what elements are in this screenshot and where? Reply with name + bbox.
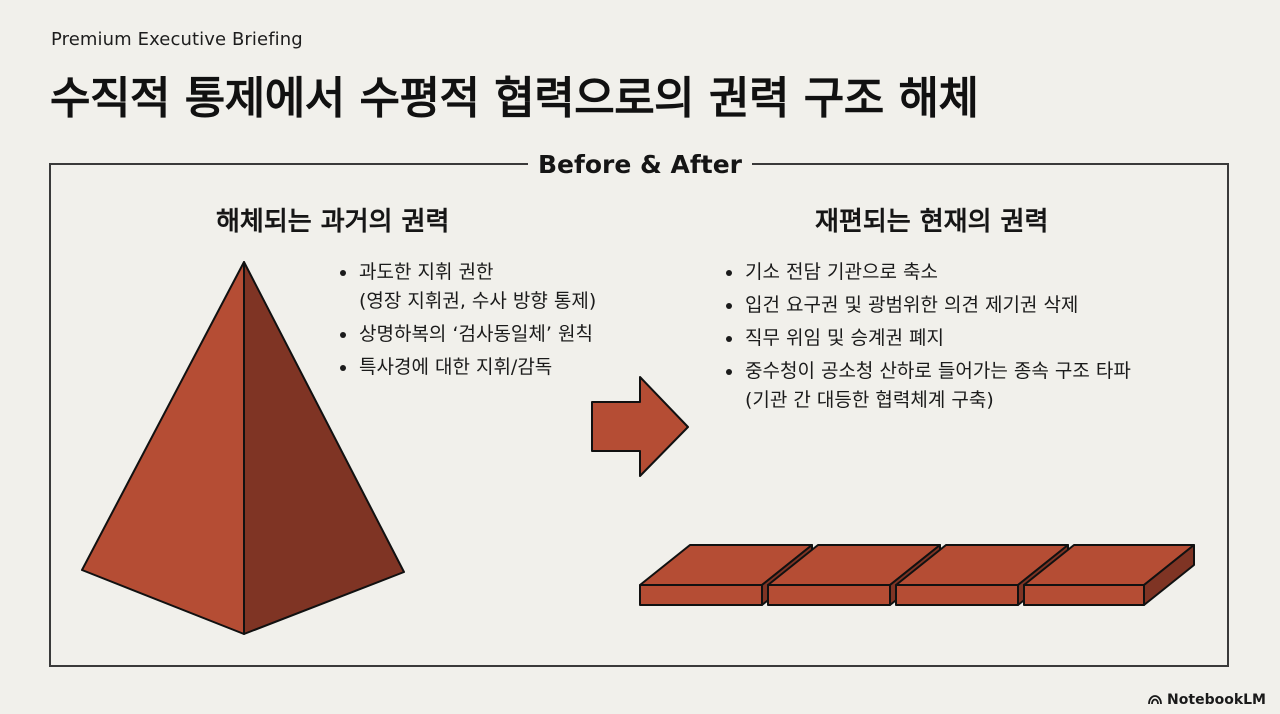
pyramid-icon <box>81 261 405 635</box>
brand-name: NotebookLM <box>1167 692 1266 708</box>
list-item: 중수청이 공소청 산하로 들어가는 종속 구조 타파 (기관 간 대등한 협력체… <box>723 357 1131 415</box>
list-item: 입건 요구권 및 광범위한 의견 제기권 삭제 <box>723 291 1131 320</box>
left-column-title: 해체되는 과거의 권력 <box>216 207 450 237</box>
right-bullet-list: 기소 전담 기관으로 축소 입건 요구권 및 광범위한 의견 제기권 삭제 직무… <box>723 258 1131 419</box>
list-item: 특사경에 대한 지휘/감독 <box>337 353 596 382</box>
slab-4 <box>1023 544 1195 606</box>
list-item: 상명하복의 ‘검사동일체’ 원칙 <box>337 320 596 349</box>
notebooklm-logo-icon <box>1148 695 1162 705</box>
page-title: 수직적 통제에서 수평적 협력으로의 권력 구조 해체 <box>50 73 979 124</box>
brand-watermark: NotebookLM <box>1148 692 1266 708</box>
list-item: 과도한 지휘 권한 (영장 지휘권, 수사 방향 통제) <box>337 258 596 316</box>
right-column-title: 재편되는 현재의 권력 <box>815 207 1049 237</box>
list-item: 직무 위임 및 승계권 폐지 <box>723 324 1131 353</box>
flat-slabs-icon <box>639 544 1195 606</box>
list-item: 기소 전담 기관으로 축소 <box>723 258 1131 287</box>
left-bullet-list: 과도한 지휘 권한 (영장 지휘권, 수사 방향 통제) 상명하복의 ‘검사동일… <box>337 258 596 386</box>
right-arrow-icon <box>591 376 689 477</box>
frame-label: Before & After <box>528 149 752 181</box>
kicker-text: Premium Executive Briefing <box>51 29 303 50</box>
